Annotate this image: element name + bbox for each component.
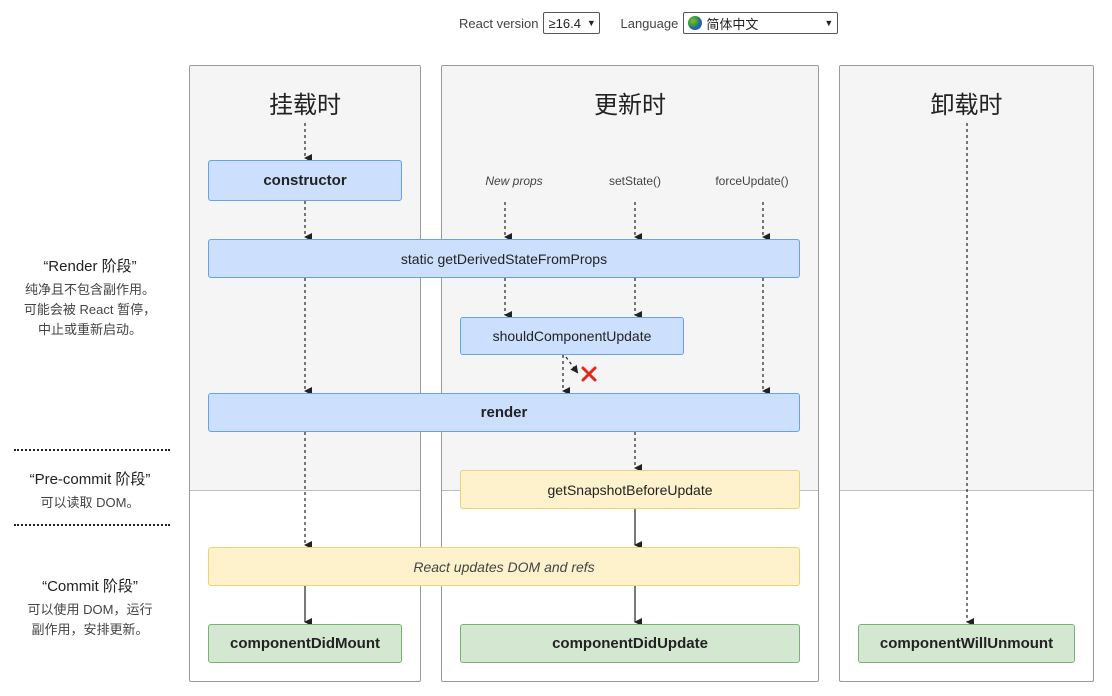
globe-icon	[688, 16, 703, 30]
phase-divider	[14, 524, 170, 526]
react-version-select[interactable]: ≥16.4 ▼	[543, 12, 601, 34]
language-value: 简体中文	[706, 16, 759, 32]
chevron-down-icon: ▼	[824, 18, 834, 28]
top-controls: React version ≥16.4 ▼ Language 简体中文 ▼	[459, 11, 839, 35]
component-did-mount-box[interactable]: componentDidMount	[208, 624, 402, 663]
trigger-set-state: setState()	[608, 174, 662, 188]
phase-render: “Render 阶段” 纯净且不包含副作用。 可能会被 React 暂停， 中止…	[0, 255, 180, 340]
phase-render-title: “Render 阶段”	[43, 258, 137, 275]
should-component-update-box[interactable]: shouldComponentUpdate	[460, 317, 684, 355]
language-select[interactable]: 简体中文 ▼	[683, 12, 839, 34]
unmounting-title: 卸载时	[930, 92, 1003, 119]
phase-commit: “Commit 阶段” 可以使用 DOM，运行 副作用，安排更新。	[0, 575, 180, 640]
phase-commit-title: “Commit 阶段”	[42, 578, 138, 595]
phase-precommit-desc: 可以读取 DOM。	[40, 495, 140, 510]
constructor-box[interactable]: constructor	[208, 160, 402, 201]
unmounting-column: 卸载时	[839, 65, 1094, 682]
trigger-force-update: forceUpdate()	[715, 174, 789, 188]
get-snapshot-box[interactable]: getSnapshotBeforeUpdate	[460, 470, 800, 509]
updating-column: 更新时	[441, 65, 819, 682]
get-derived-state-box[interactable]: static getDerivedStateFromProps	[208, 239, 800, 278]
trigger-new-props: New props	[485, 174, 543, 188]
phase-divider	[14, 449, 170, 451]
component-did-update-box[interactable]: componentDidUpdate	[460, 624, 800, 663]
mounting-column: 挂载时	[189, 65, 421, 682]
chevron-down-icon: ▼	[586, 18, 596, 28]
react-version-value: ≥16.4	[548, 15, 581, 31]
phase-commit-desc: 可以使用 DOM，运行 副作用，安排更新。	[27, 602, 153, 637]
react-updates-dom-box: React updates DOM and refs	[208, 547, 800, 586]
mounting-title: 挂载时	[269, 92, 341, 119]
react-version-label: React version	[459, 15, 539, 31]
phase-render-desc: 纯净且不包含副作用。 可能会被 React 暂停， 中止或重新启动。	[23, 282, 157, 337]
phase-precommit: “Pre-commit 阶段” 可以读取 DOM。	[0, 468, 180, 513]
component-will-unmount-box[interactable]: componentWillUnmount	[858, 624, 1075, 663]
render-phase-area	[840, 66, 1093, 491]
phase-precommit-title: “Pre-commit 阶段”	[29, 471, 151, 488]
language-label: Language	[620, 15, 679, 31]
updating-title: 更新时	[594, 92, 666, 119]
render-box[interactable]: render	[208, 393, 800, 432]
